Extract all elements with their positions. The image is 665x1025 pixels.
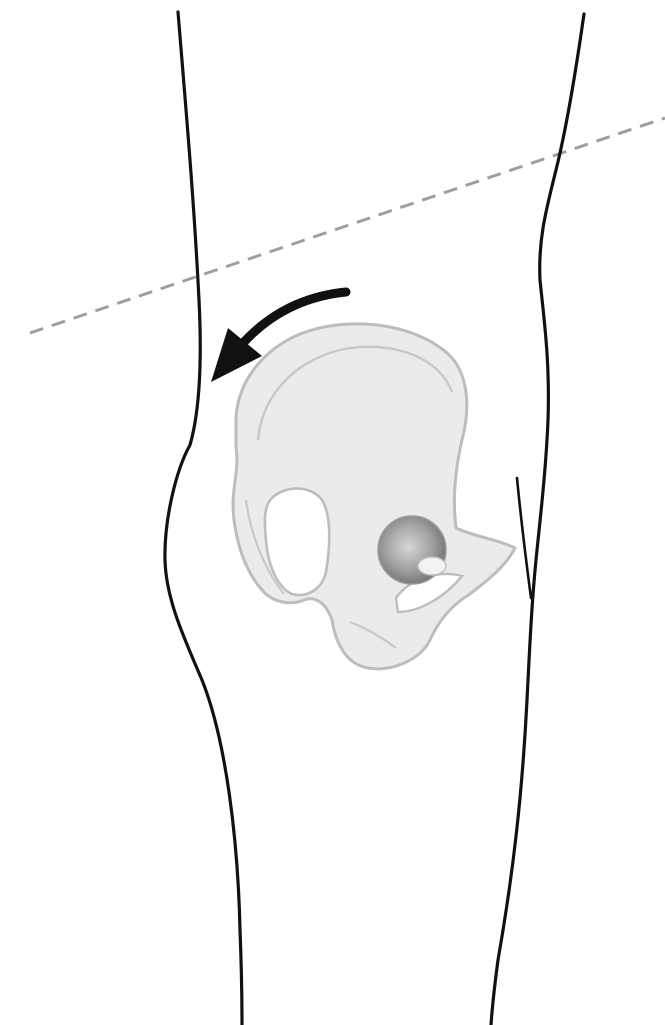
dashed-axis-line — [30, 118, 665, 333]
left-body-outline — [165, 12, 242, 1025]
pelvis-bone — [233, 324, 515, 669]
right-body-outline — [491, 14, 584, 1025]
femoral-head-highlight — [418, 557, 446, 575]
skin-fold-line — [517, 478, 531, 598]
